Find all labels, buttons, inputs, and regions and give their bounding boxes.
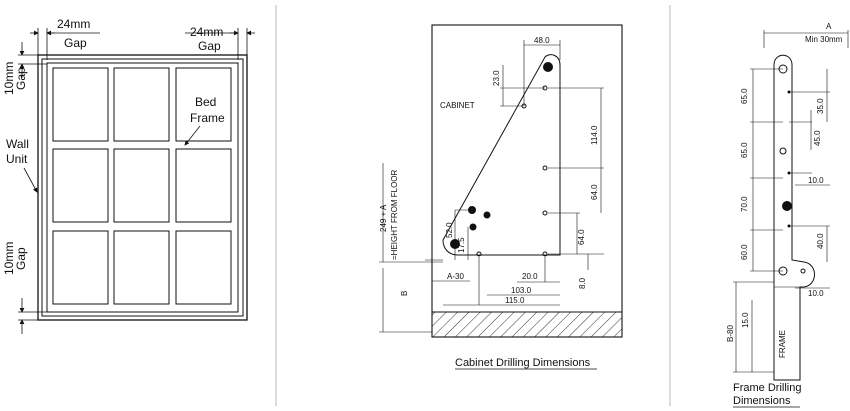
dim-10-lower: 10.0 bbox=[808, 289, 824, 298]
cabinet-label: CABINET bbox=[440, 101, 475, 110]
bed-frame-label-line1: Bed bbox=[195, 95, 216, 109]
right-gap-width: 24mm bbox=[190, 25, 223, 39]
wall-unit-leader bbox=[23, 167, 38, 193]
left-gap-width: 24mm bbox=[57, 17, 90, 31]
wall-unit-panel: 24mm Gap 24mm Gap 10mm Gap 10mm Gap Wall… bbox=[2, 17, 255, 334]
frame-panel bbox=[52, 230, 109, 305]
bed-frame-leader bbox=[184, 125, 201, 146]
frame-panel bbox=[175, 67, 232, 142]
bracket-hole bbox=[542, 210, 548, 216]
frame-panel bbox=[52, 67, 109, 142]
frame-panel bbox=[175, 148, 232, 223]
dim-b-80: B-80 bbox=[726, 325, 735, 342]
height-formula: 249 + A bbox=[379, 204, 388, 232]
frame-panel bbox=[113, 148, 170, 223]
dim-48: 48.0 bbox=[534, 36, 550, 45]
frame-panel bbox=[113, 67, 170, 142]
dim-8: 8.0 bbox=[578, 277, 587, 289]
dim-65-lower: 65.0 bbox=[740, 142, 749, 158]
wall-unit-outline bbox=[37, 54, 248, 321]
a-label: A bbox=[826, 22, 832, 31]
bed-frame-outline bbox=[41, 58, 244, 317]
panel-grid bbox=[52, 67, 232, 305]
wall-unit-label-line2: Unit bbox=[6, 152, 28, 166]
dim-23: 23.0 bbox=[492, 70, 501, 86]
bed-frame-label-line2: Frame bbox=[190, 111, 225, 125]
bracket-hole bbox=[542, 165, 548, 171]
dim-45: 45.0 bbox=[813, 130, 822, 146]
min-30-label: Min 30mm bbox=[805, 35, 843, 44]
frame-hole bbox=[800, 268, 806, 274]
frame-caption-line1: Frame Drilling bbox=[733, 382, 801, 394]
frame-label: FRAME bbox=[778, 330, 787, 358]
bracket-hole-large bbox=[483, 211, 491, 219]
frame-hole-large bbox=[782, 201, 792, 211]
dim-60: 60.0 bbox=[740, 244, 749, 260]
cabinet-panel: CABINET 48.0 23.0 114.0 64. bbox=[379, 24, 623, 370]
dim-70: 70.0 bbox=[740, 196, 749, 212]
bracket-hole-large bbox=[469, 223, 477, 231]
dim-35: 35.0 bbox=[816, 98, 825, 114]
bracket-hole bbox=[542, 251, 548, 257]
dim-65-upper: 65.0 bbox=[740, 88, 749, 104]
dim-b: B bbox=[400, 291, 409, 296]
dim-a-30: A-30 bbox=[447, 272, 464, 281]
dim-114: 114.0 bbox=[590, 125, 599, 145]
frame-panel bbox=[52, 148, 109, 223]
frame-hole bbox=[779, 147, 787, 155]
wall-unit-label-line1: Wall bbox=[6, 137, 29, 151]
left-gap-word: Gap bbox=[64, 36, 87, 50]
cabinet-caption: Cabinet Drilling Dimensions bbox=[455, 357, 591, 369]
dim-20: 20.0 bbox=[522, 272, 538, 281]
bottom-gap-size: 10mm bbox=[2, 242, 16, 275]
top-gap-size: 10mm bbox=[2, 62, 16, 95]
bracket-hole-large bbox=[543, 62, 553, 72]
dim-10-upper: 10.0 bbox=[808, 176, 824, 185]
height-from-floor: =HEIGHT FROM FLOOR bbox=[390, 169, 399, 260]
frame-panel-drawing: A Min 30mm 65.0 65.0 70.0 60.0 35.0 bbox=[726, 22, 849, 408]
dim-17-5: 17.5 bbox=[457, 237, 466, 253]
dim-64-lower: 64.0 bbox=[577, 229, 586, 245]
frame-panel bbox=[175, 230, 232, 305]
dim-103: 103.0 bbox=[511, 286, 532, 295]
bed-frame-inner bbox=[46, 62, 239, 313]
bracket-hole bbox=[476, 251, 482, 257]
bracket-outline bbox=[442, 54, 561, 256]
dim-52: 52.0 bbox=[445, 222, 454, 238]
frame-caption-line2: Dimensions bbox=[733, 395, 791, 407]
dim-115: 115.0 bbox=[505, 296, 525, 305]
dim-40: 40.0 bbox=[816, 233, 825, 249]
frame-panel bbox=[113, 230, 170, 305]
right-gap-word: Gap bbox=[198, 39, 221, 53]
dim-15: 15.0 bbox=[741, 312, 750, 328]
floor-hatch bbox=[431, 311, 623, 338]
top-gap-word: Gap bbox=[14, 67, 28, 90]
frame-bar-outline bbox=[773, 54, 815, 381]
bottom-gap-word: Gap bbox=[14, 247, 28, 270]
dim-64-upper: 64.0 bbox=[590, 184, 599, 200]
